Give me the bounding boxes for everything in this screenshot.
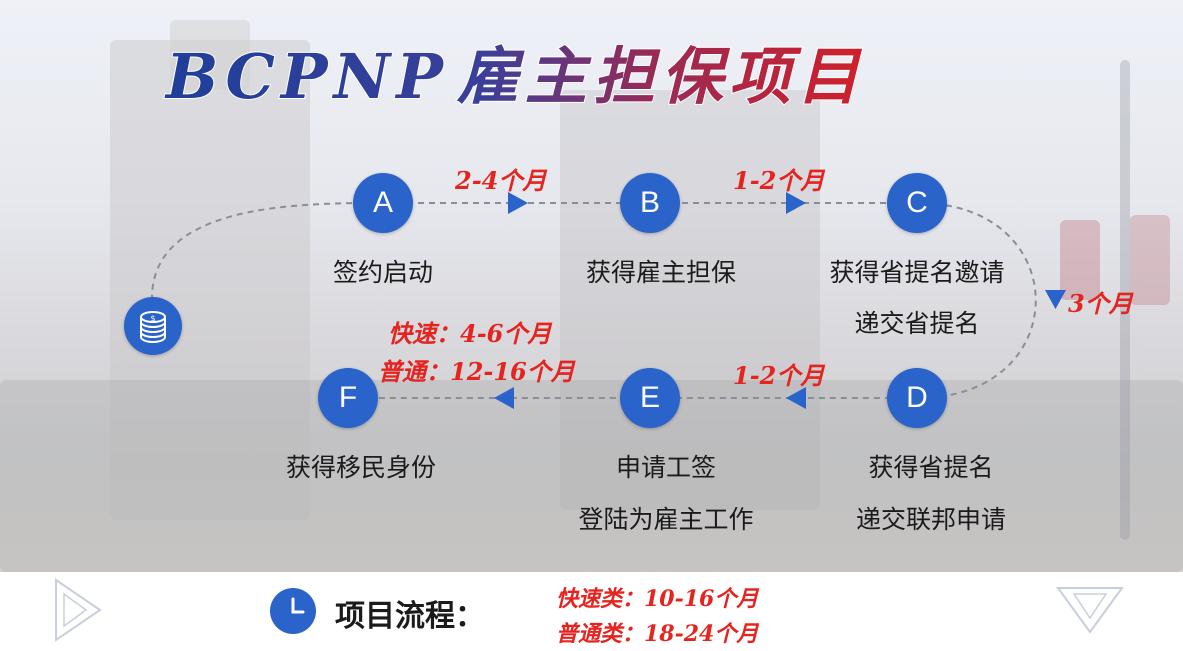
- step-c-label-2: 递交省提名: [854, 309, 980, 338]
- duration-d-to-e: 1-2个月: [733, 361, 825, 390]
- step-c-label-1: 获得省提名邀请: [829, 258, 1005, 287]
- duration-a-to-b: 2-4个月: [455, 166, 547, 195]
- step-a-node: A: [353, 173, 413, 233]
- step-d-label-1: 获得省提名: [868, 453, 994, 482]
- step-b-node: B: [620, 173, 680, 233]
- duration-e-to-f-normal: 普通：12-16个月: [378, 357, 575, 386]
- step-d-label-2: 递交联邦申请: [855, 505, 1007, 534]
- title-chinese: 雇主担保项目: [456, 40, 865, 113]
- footer-normal-duration: 普通类：18-24个月: [556, 621, 759, 647]
- clock-icon: [270, 588, 316, 634]
- step-f-label: 获得移民身份: [285, 453, 437, 482]
- footer-fast-duration: 快速类：10-16个月: [556, 586, 759, 612]
- coin-stack-icon: $: [124, 297, 182, 355]
- step-e-label-2: 登陆为雇主工作: [578, 505, 754, 534]
- step-e-node: E: [620, 368, 680, 428]
- duration-e-to-f-fast: 快速：4-6个月: [388, 319, 552, 348]
- background-photo: [0, 0, 1183, 572]
- duration-b-to-c: 1-2个月: [733, 166, 825, 195]
- play-triangle-icon: [55, 578, 102, 642]
- down-triangle-icon: [1056, 587, 1124, 634]
- title-latin: BCPNP: [164, 40, 449, 113]
- step-f-node: F: [318, 368, 378, 428]
- duration-c-to-d: 3个月: [1068, 289, 1133, 318]
- step-c-node: C: [887, 173, 947, 233]
- svg-text:$: $: [150, 314, 155, 323]
- footer-bar: [0, 572, 1183, 651]
- step-a-label: 签约启动: [332, 258, 434, 287]
- step-b-label: 获得雇主担保: [585, 258, 737, 287]
- footer-title: 项目流程：: [335, 599, 485, 634]
- step-e-label-1: 申请工签: [615, 453, 717, 482]
- step-d-node: D: [887, 368, 947, 428]
